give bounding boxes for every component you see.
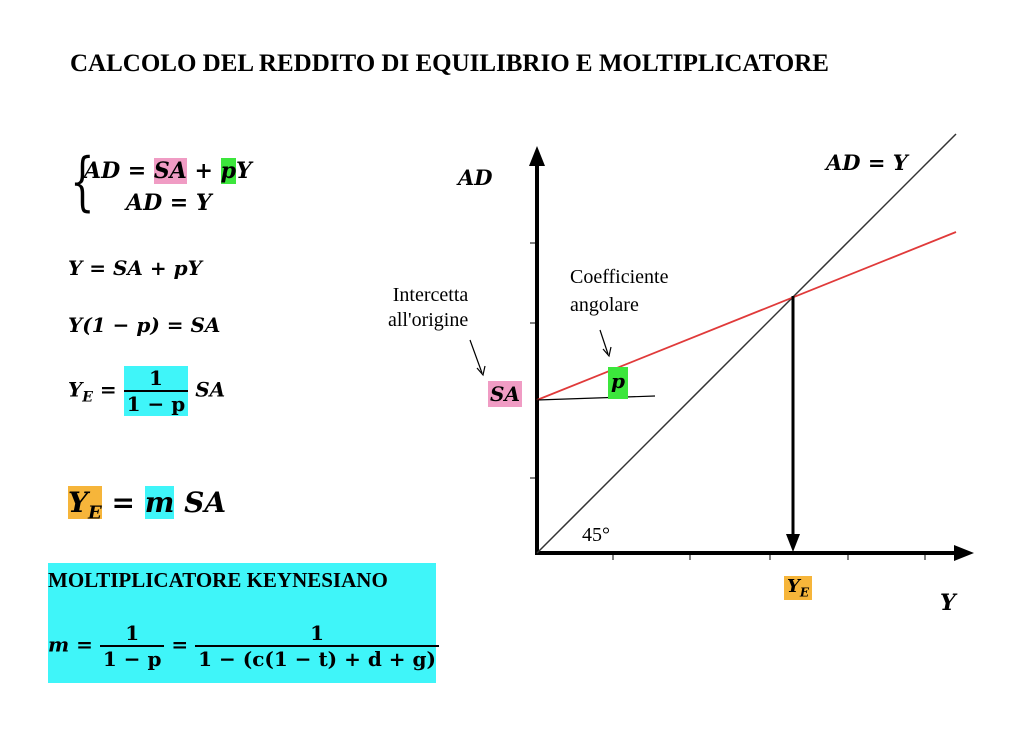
intercept-label: Intercetta all'origine [388, 283, 468, 333]
axis-ticks [530, 242, 926, 560]
equilibrium-income-label: YE [784, 576, 813, 600]
x-axis-label: Y [940, 590, 956, 616]
ye: Y [787, 576, 800, 597]
equals: = [164, 632, 196, 657]
slope-value-p: p [608, 367, 628, 399]
sa: SA [174, 486, 227, 519]
ye: Y [68, 486, 88, 519]
ye-sub: E [88, 502, 102, 524]
equation-2: Y(1 − p) = SA [68, 313, 221, 337]
line-45-degree [536, 133, 957, 554]
slope-label-line-2: angolare [570, 294, 639, 316]
denominator: 1 − (c(1 − t) + d + g) [198, 647, 436, 671]
p-highlight: p [220, 158, 237, 184]
ye-sub: E [799, 585, 810, 600]
intercept-pointer-arrow [469, 339, 486, 377]
system-line-2: AD = Y [126, 190, 212, 216]
equation-1: Y = SA + pY [68, 256, 202, 280]
intercept-value-sa: SA [488, 381, 522, 407]
numerator: 1 [195, 621, 439, 647]
ye: Y [68, 377, 83, 402]
equilibrium-arrow [786, 296, 800, 552]
ye-sub: E [82, 389, 93, 406]
equation-4: YE = m SA [68, 486, 226, 524]
y-axis-label: AD [458, 165, 493, 190]
plus: + [186, 158, 221, 184]
x-axis [535, 545, 974, 561]
equals: = [101, 486, 145, 519]
denominator: 1 − p [126, 392, 186, 416]
equals: = [92, 377, 124, 402]
slope-label-line-1: Coefficiente [570, 266, 669, 288]
aggregate-demand-line [536, 231, 957, 401]
slope-label: Coefficiente angolare [570, 263, 668, 319]
page-title: CALCOLO DEL REDDITO DI EQUILIBRIO E MOLT… [70, 50, 829, 77]
sa: SA [188, 377, 226, 402]
slope-pointer-arrow [599, 329, 612, 358]
m-highlight: m [144, 486, 175, 519]
numerator: 1 [99, 621, 165, 647]
system-brace: { [70, 145, 95, 219]
multiplier-heading: MOLTIPLICATORE KEYNESIANO [48, 568, 388, 592]
y-axis [529, 146, 545, 553]
m-lhs: m = [48, 632, 100, 657]
y: Y [236, 158, 252, 184]
slope-reference-line [536, 395, 656, 401]
intercept-label-line-1: Intercetta [392, 284, 469, 306]
sa-highlight: SA [153, 158, 187, 184]
line-45-label: AD = Y [826, 150, 908, 175]
intercept-label-line-2: all'origine [388, 309, 469, 331]
system-line-1: AD = SA + pY [84, 158, 252, 184]
angle-label: 45° [582, 524, 610, 546]
ye-highlight: YE [68, 486, 102, 524]
eq-lhs: AD = [84, 158, 154, 184]
denominator: 1 − p [102, 647, 162, 671]
numerator: 1 [123, 366, 189, 392]
